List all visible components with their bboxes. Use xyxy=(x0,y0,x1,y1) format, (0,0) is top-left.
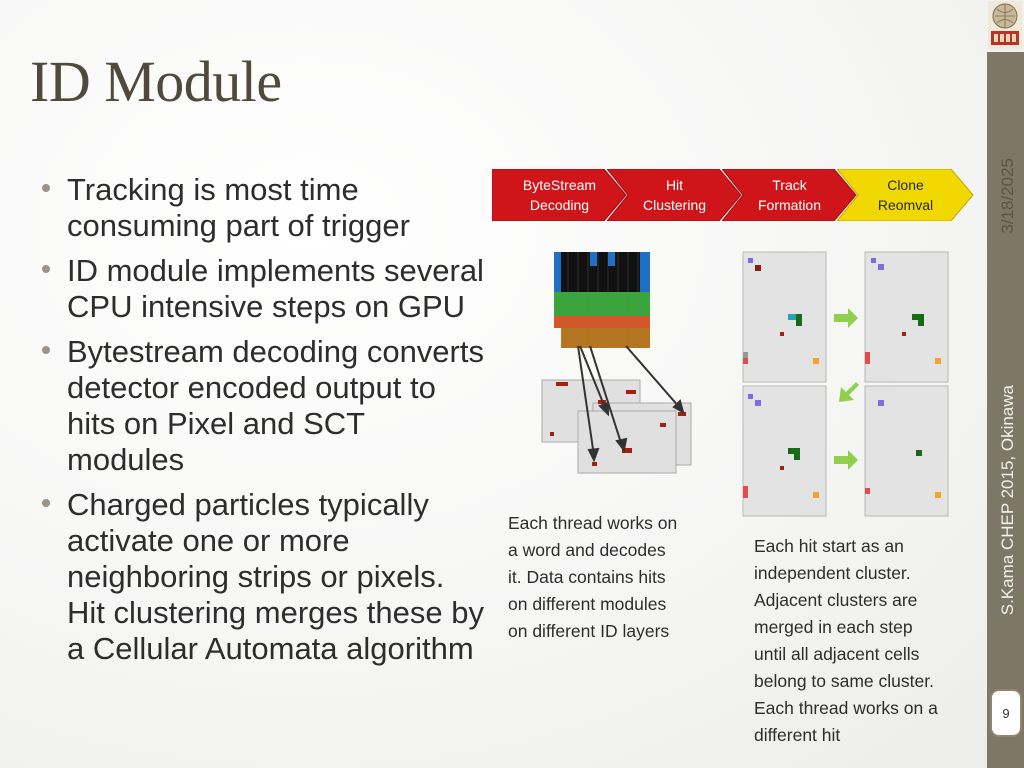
detector-module-panels xyxy=(541,379,692,474)
slide-date: 3/18/2025 xyxy=(998,158,1017,234)
chevron-shape xyxy=(835,168,974,222)
slide-sidebar xyxy=(987,0,1024,768)
bullet-item: ID module implements several CPU intensi… xyxy=(38,253,488,325)
bullet-dot-icon xyxy=(42,499,50,507)
arrow-right-icon xyxy=(834,450,858,470)
bullet-dot-icon xyxy=(42,184,50,192)
bullet-item: Tracking is most time consuming part of … xyxy=(38,172,488,244)
bullet-item: Charged particles typically activate one… xyxy=(38,487,488,667)
bullet-list: Tracking is most time consuming part of … xyxy=(38,172,488,676)
cluster-step-panels xyxy=(742,251,949,517)
cluster-hits xyxy=(743,258,941,498)
slide-footer: S.Kama CHEP 2015, Okinawa xyxy=(998,385,1017,616)
clustering-caption: Each hit start as an independent cluster… xyxy=(754,536,938,745)
page-number: 9 xyxy=(990,689,1022,737)
decode-arrows xyxy=(577,345,685,463)
chevron-shape xyxy=(491,168,627,222)
atlas-logo-icon xyxy=(988,1,1022,49)
decoding-caption: Each thread works on a word and decodes … xyxy=(508,513,678,641)
step-arrows xyxy=(834,308,859,470)
arrow-down-left-icon xyxy=(839,382,859,402)
slide-title: ID Module xyxy=(30,49,282,114)
cellular-automata-clustering-diagram xyxy=(742,251,949,517)
pipeline-step-clone-removal: Clone Reomval xyxy=(835,168,974,222)
bytestream-decoding-diagram xyxy=(541,252,692,474)
arrow-right-icon xyxy=(834,308,858,328)
bullet-dot-icon xyxy=(42,346,50,354)
bullet-dot-icon xyxy=(42,265,50,273)
sidebar-band xyxy=(987,52,1024,768)
bullet-item: Bytestream decoding converts detector en… xyxy=(38,334,488,478)
encoded-word-grid xyxy=(554,252,650,348)
